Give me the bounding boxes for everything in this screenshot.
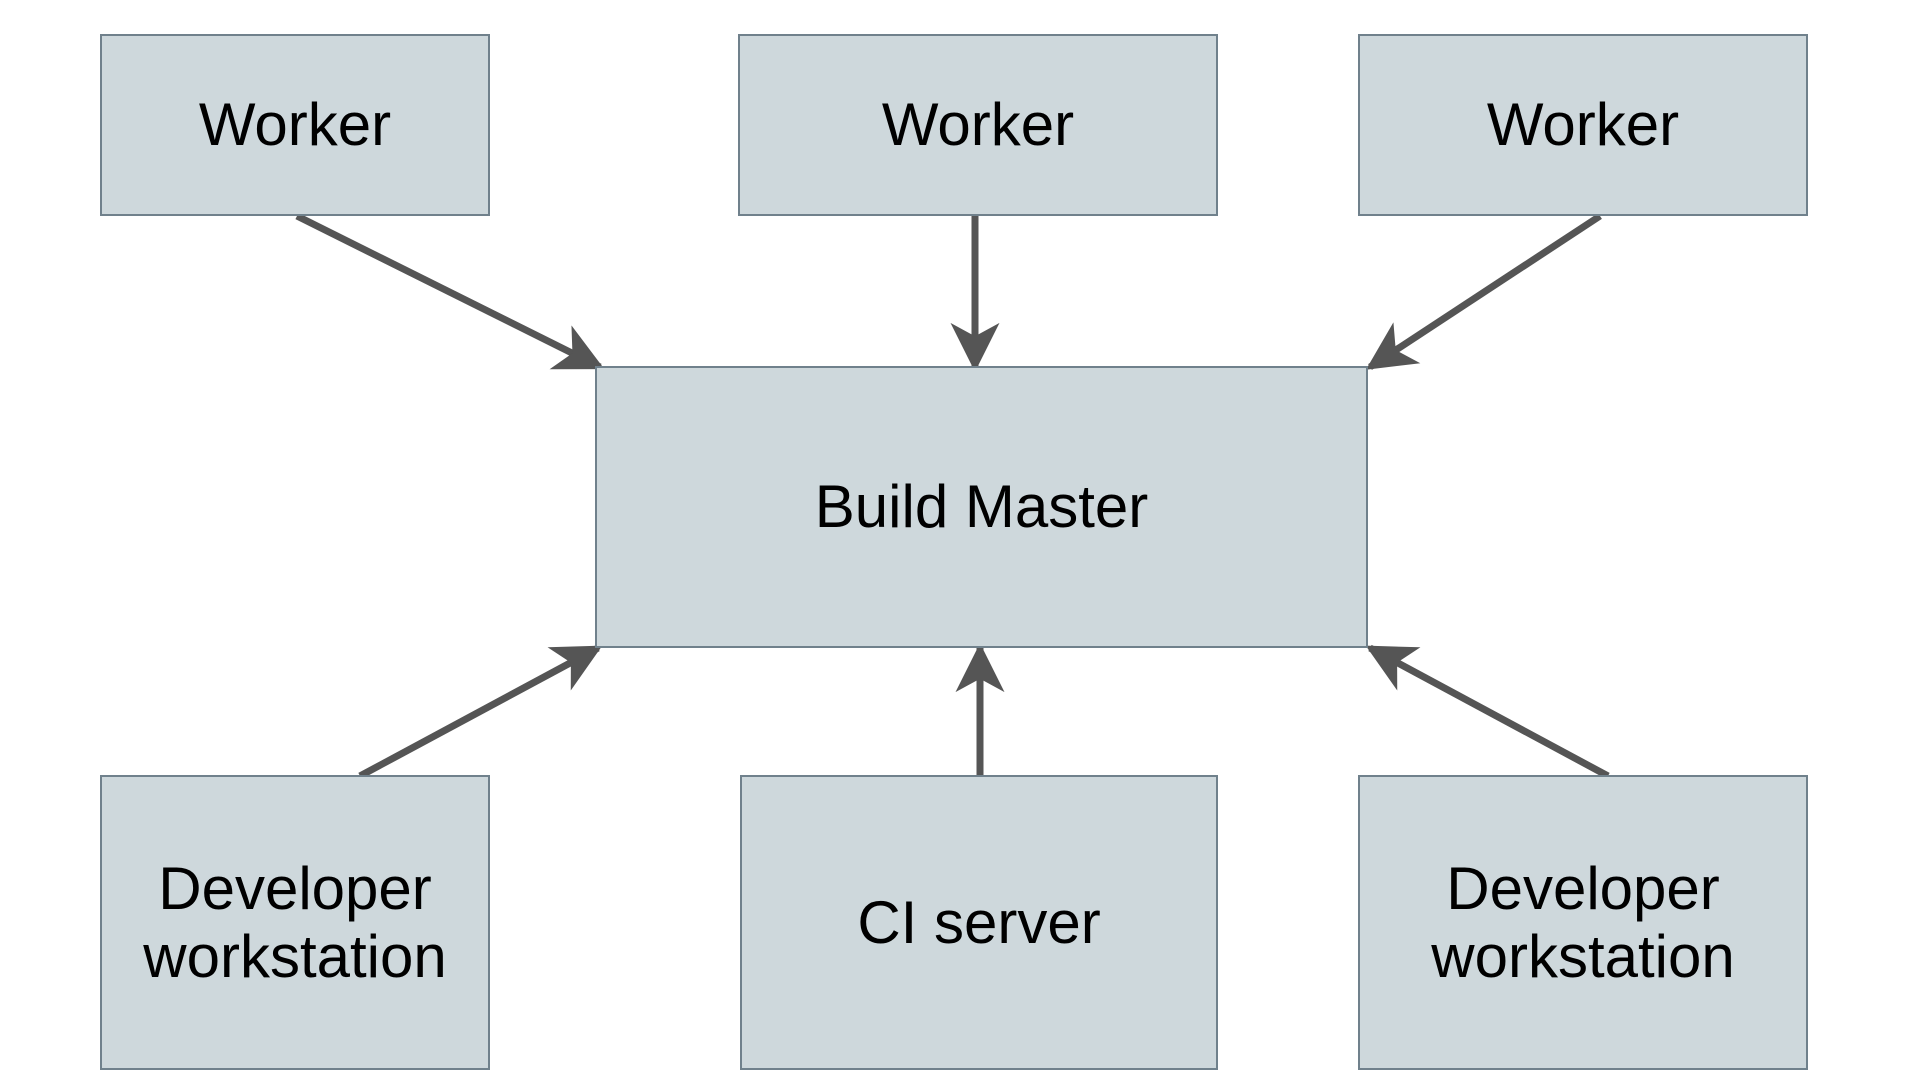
edge-dev-left-to-master	[358, 644, 603, 780]
edge-worker-left-to-master	[295, 212, 605, 371]
node-label-ci-server: CI server	[857, 888, 1101, 956]
node-label-dev-left: Developer workstation	[143, 855, 447, 990]
node-build-master[interactable]: Build Master	[595, 366, 1368, 648]
node-dev-left[interactable]: Developer workstation	[100, 775, 490, 1070]
node-dev-right[interactable]: Developer workstation	[1358, 775, 1808, 1070]
edge-dev-right-to-master	[1365, 644, 1610, 780]
node-worker-right[interactable]: Worker	[1358, 34, 1808, 216]
node-label-build-master: Build Master	[814, 473, 1149, 541]
node-label-worker-left: Worker	[198, 91, 392, 159]
node-label-worker-center: Worker	[881, 91, 1075, 159]
node-worker-left[interactable]: Worker	[100, 34, 490, 216]
edge-group	[295, 212, 1610, 780]
node-label-dev-right: Developer workstation	[1431, 855, 1735, 990]
node-ci-server[interactable]: CI server	[740, 775, 1218, 1070]
node-label-worker-right: Worker	[1486, 91, 1680, 159]
edge-worker-right-to-master	[1365, 213, 1602, 370]
node-worker-center[interactable]: Worker	[738, 34, 1218, 216]
